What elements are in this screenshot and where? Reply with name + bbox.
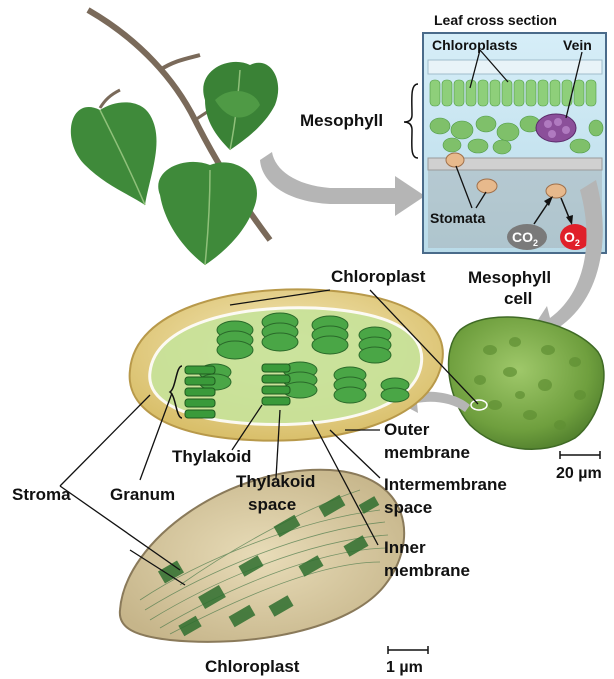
label-inner-membrane-2: membrane bbox=[384, 561, 470, 580]
label-stroma: Stroma bbox=[12, 485, 71, 504]
leaf-illustration bbox=[71, 10, 278, 265]
vein-bundle bbox=[536, 114, 576, 142]
label-vein: Vein bbox=[563, 37, 592, 53]
label-outer-membrane-1: Outer bbox=[384, 420, 430, 439]
label-chloroplasts: Chloroplasts bbox=[432, 37, 518, 53]
label-scale-20um: 20 µm bbox=[556, 465, 602, 482]
scale-bar-20um bbox=[560, 451, 600, 459]
label-mesophyll-cell-1: Mesophyll bbox=[468, 268, 551, 287]
label-inner-membrane-1: Inner bbox=[384, 538, 426, 557]
label-granum: Granum bbox=[110, 485, 175, 504]
label-intermembrane-1: Intermembrane bbox=[384, 475, 507, 494]
label-chloroplast-top: Chloroplast bbox=[331, 267, 426, 286]
arrow-leaf-to-section bbox=[260, 152, 425, 216]
label-mesophyll-cell-2: cell bbox=[504, 289, 532, 308]
chloroplast-cutaway bbox=[130, 289, 443, 440]
label-thylakoid-space-1: Thylakoid bbox=[236, 472, 315, 491]
label-chloroplast-bottom: Chloroplast bbox=[205, 657, 300, 676]
mesophyll-cell bbox=[449, 317, 604, 449]
label-intermembrane-2: space bbox=[384, 498, 432, 517]
scale-bar-1um bbox=[388, 646, 428, 654]
label-stomata: Stomata bbox=[430, 210, 485, 226]
label-mesophyll: Mesophyll bbox=[300, 111, 383, 130]
label-scale-1um: 1 µm bbox=[386, 659, 423, 676]
label-outer-membrane-2: membrane bbox=[384, 443, 470, 462]
label-thylakoid-space-2: space bbox=[248, 495, 296, 514]
label-leaf-cross-section: Leaf cross section bbox=[434, 12, 557, 28]
label-thylakoid: Thylakoid bbox=[172, 447, 251, 466]
